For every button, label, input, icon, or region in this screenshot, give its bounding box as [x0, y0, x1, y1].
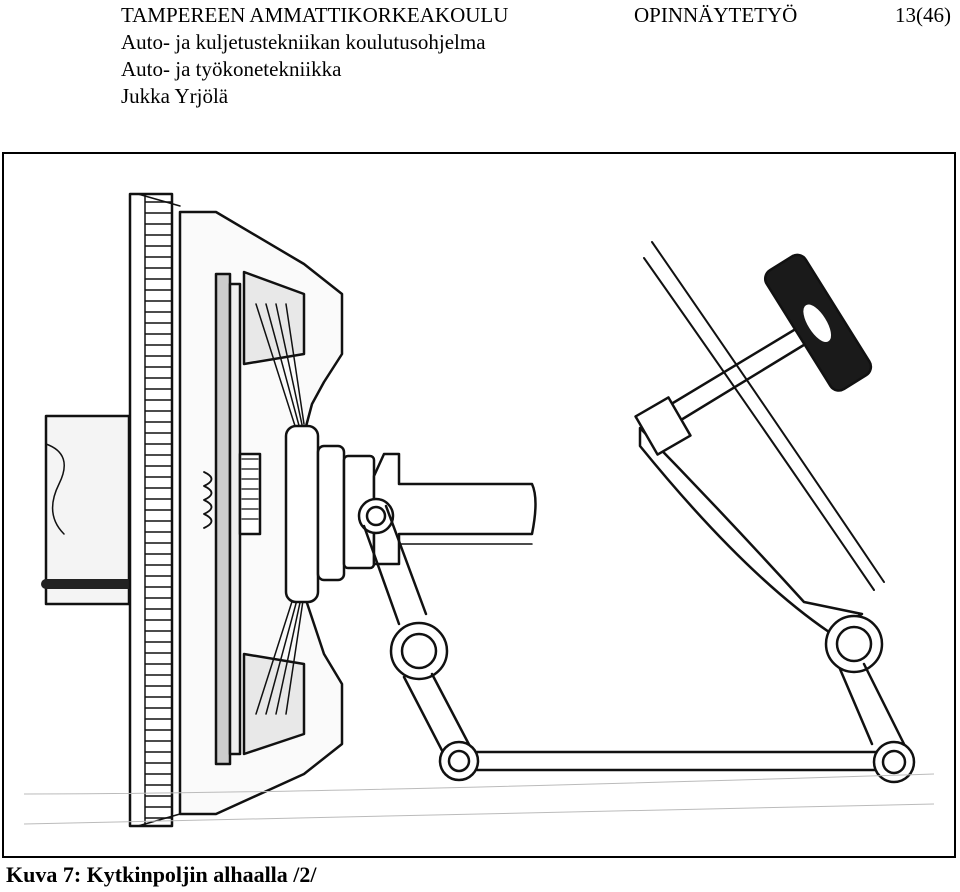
push-rod [475, 750, 884, 772]
toe-board [651, 241, 885, 583]
pedal-arm [638, 426, 864, 634]
input-shaft [372, 452, 537, 566]
page-number: 13(46) [895, 3, 951, 27]
figure-caption: Kuva 7: Kytkinpoljin alhaalla /2/ [6, 862, 317, 887]
pedal-pad [763, 253, 873, 392]
header-left: TAMPEREEN AMMATTIKORKEAKOULU Auto- ja ku… [121, 2, 508, 110]
document-type: OPINNÄYTETYÖ [634, 3, 798, 27]
release-bearing [284, 424, 320, 604]
clutch-disc [214, 272, 232, 766]
program-name: Auto- ja kuljetustekniikan koulutusohjel… [121, 30, 486, 54]
institution-name: TAMPEREEN AMMATTIKORKEAKOULU [121, 3, 509, 27]
clutch-pedal-illustration [23, 192, 935, 828]
clutch-figure [2, 152, 956, 858]
author-name: Jukka Yrjölä [121, 84, 229, 108]
specialization-name: Auto- ja työkonetekniikka [121, 57, 342, 81]
